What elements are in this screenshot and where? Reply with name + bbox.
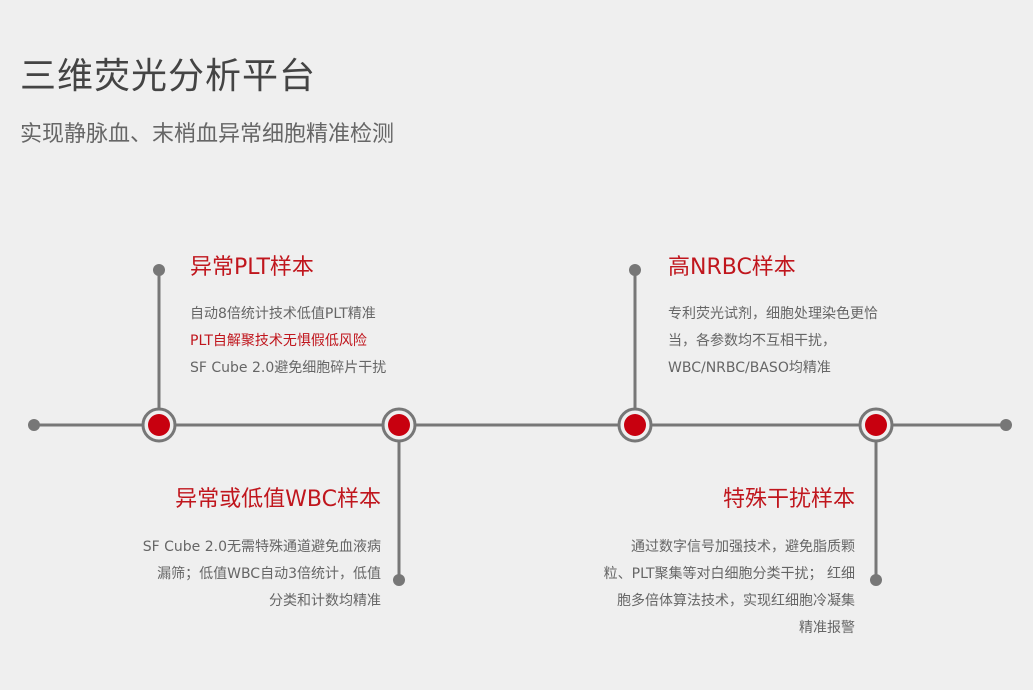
timeline-node-4: [858, 407, 894, 443]
desc-line: SF Cube 2.0无需特殊通道避免血液病: [142, 539, 381, 555]
connector-dot-1: [153, 264, 165, 276]
page-subtitle: 实现静脉血、末梢血异常细胞精准检测: [20, 122, 395, 147]
desc-line: 当，各参数均不互相干扰，: [668, 333, 836, 349]
node-title-abnormal-plt: 异常PLT样本: [190, 255, 314, 280]
desc-line: 精准报警: [799, 620, 855, 636]
node-desc-abnormal-wbc: SF Cube 2.0无需特殊通道避免血液病 漏筛；低值WBC自动3倍统计，低值…: [143, 534, 381, 615]
timeline-end-dot: [1000, 419, 1012, 431]
desc-line: 粒、PLT聚集等对白细胞分类干扰； 红细: [603, 566, 855, 582]
desc-line: WBC/NRBC/BASO均精准: [668, 360, 831, 376]
timeline-node-2: [381, 407, 417, 443]
timeline-node-3: [617, 407, 653, 443]
desc-line: 胞多倍体算法技术，实现红细胞冷凝集: [617, 593, 855, 609]
timeline-start-dot: [28, 419, 40, 431]
node-title-abnormal-wbc: 异常或低值WBC样本: [175, 487, 381, 512]
desc-line-highlight: PLT自解聚技术无惧假低风险: [190, 333, 367, 349]
node-desc-abnormal-plt: 自动8倍统计技术低值PLT精准 PLT自解聚技术无惧假低风险 SF Cube 2…: [190, 301, 386, 382]
page-title: 三维荧光分析平台: [20, 56, 317, 97]
desc-line: 专利荧光试剂，细胞处理染色更恰: [668, 306, 878, 322]
node-desc-special-interference: 通过数字信号加强技术，避免脂质颗 粒、PLT聚集等对白细胞分类干扰； 红细 胞多…: [604, 534, 855, 642]
desc-line: 漏筛；低值WBC自动3倍统计，低值: [157, 566, 381, 582]
connector-dot-2: [393, 574, 405, 586]
desc-line: 分类和计数均精准: [269, 593, 381, 609]
desc-line: SF Cube 2.0避免细胞碎片干扰: [190, 360, 387, 376]
connector-dot-3: [629, 264, 641, 276]
desc-line: 自动8倍统计技术低值PLT精准: [190, 306, 376, 322]
desc-line: 通过数字信号加强技术，避免脂质颗: [631, 539, 855, 555]
node-title-special-interference: 特殊干扰样本: [722, 487, 855, 512]
node-title-high-nrbc: 高NRBC样本: [668, 255, 796, 280]
connector-dot-4: [870, 574, 882, 586]
node-desc-high-nrbc: 专利荧光试剂，细胞处理染色更恰 当，各参数均不互相干扰， WBC/NRBC/BA…: [668, 301, 878, 382]
timeline-node-1: [141, 407, 177, 443]
